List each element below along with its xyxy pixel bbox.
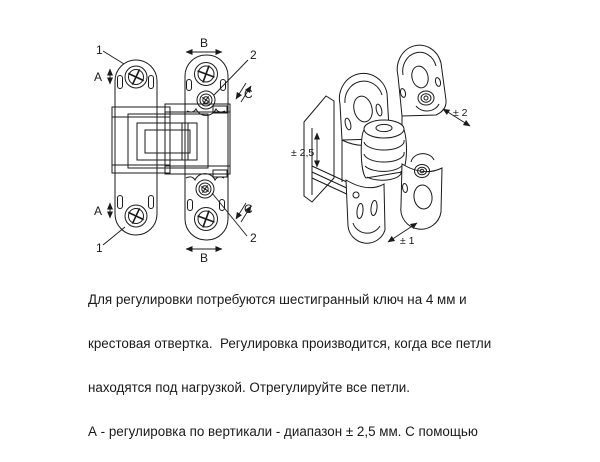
callout-1-bottom: 1 [96,241,103,255]
instruction-text-block: Для регулировки потребуются шестигранный… [88,264,593,462]
callout-2-top: 2 [250,48,257,62]
range-label-horizontal: ± 2 [453,107,468,119]
dim-arrow-horizontal-range [442,108,471,127]
dim-label-b-bottom: B [200,251,208,265]
dim-label-b-top: B [200,36,208,50]
leader-1-top [102,50,125,65]
leader-2-bottom [211,192,248,237]
frame-screw-top [117,65,154,89]
hinge-isometric-view-drawing: ± 2,5 ± 2 ± 1 [291,44,471,247]
instruction-line: Для регулировки потребуются шестигранный… [88,292,467,308]
dim-label-c-bottom: C [244,202,253,216]
instruction-line: находятся под нагрузкой. Отрегулируйте в… [88,380,411,396]
leader-2-top [213,59,249,96]
dim-arrow-depth-range [387,222,418,243]
hinge-body-iso [303,44,447,244]
dim-label-a-top: A [94,70,102,84]
dim-arrow-c-top-a [235,82,247,100]
dim-arrow-c-bottom-a [235,202,247,220]
frame-screw-bottom [117,195,154,228]
callout-1-top: 1 [96,43,103,57]
frame-plate [184,54,229,241]
eccentric-screw-top [186,90,226,116]
instruction-line: крестовая отвертка. Регулировка производ… [88,336,492,352]
dim-label-c-top: C [244,87,253,101]
eccentric-screw-bottom [185,173,225,199]
door-plate [114,59,158,236]
callout-2-bottom: 2 [250,231,257,245]
leader-1-bottom [102,226,126,246]
instruction-line: А - регулировка по вертикали - диапазон … [88,424,478,440]
range-label-vertical: ± 2,5 [291,147,314,159]
range-label-depth: ± 1 [400,235,415,247]
dim-arrow-c-bottom-b [240,205,252,223]
hinge-front-view-drawing: 1 1 2 2 A A B B C C [94,36,257,265]
dim-arrow-c-top-b [240,85,252,103]
dim-label-a-bottom: A [94,204,102,218]
frame-screw-top-right [186,62,226,91]
frame-screw-bottom-right [187,199,225,231]
